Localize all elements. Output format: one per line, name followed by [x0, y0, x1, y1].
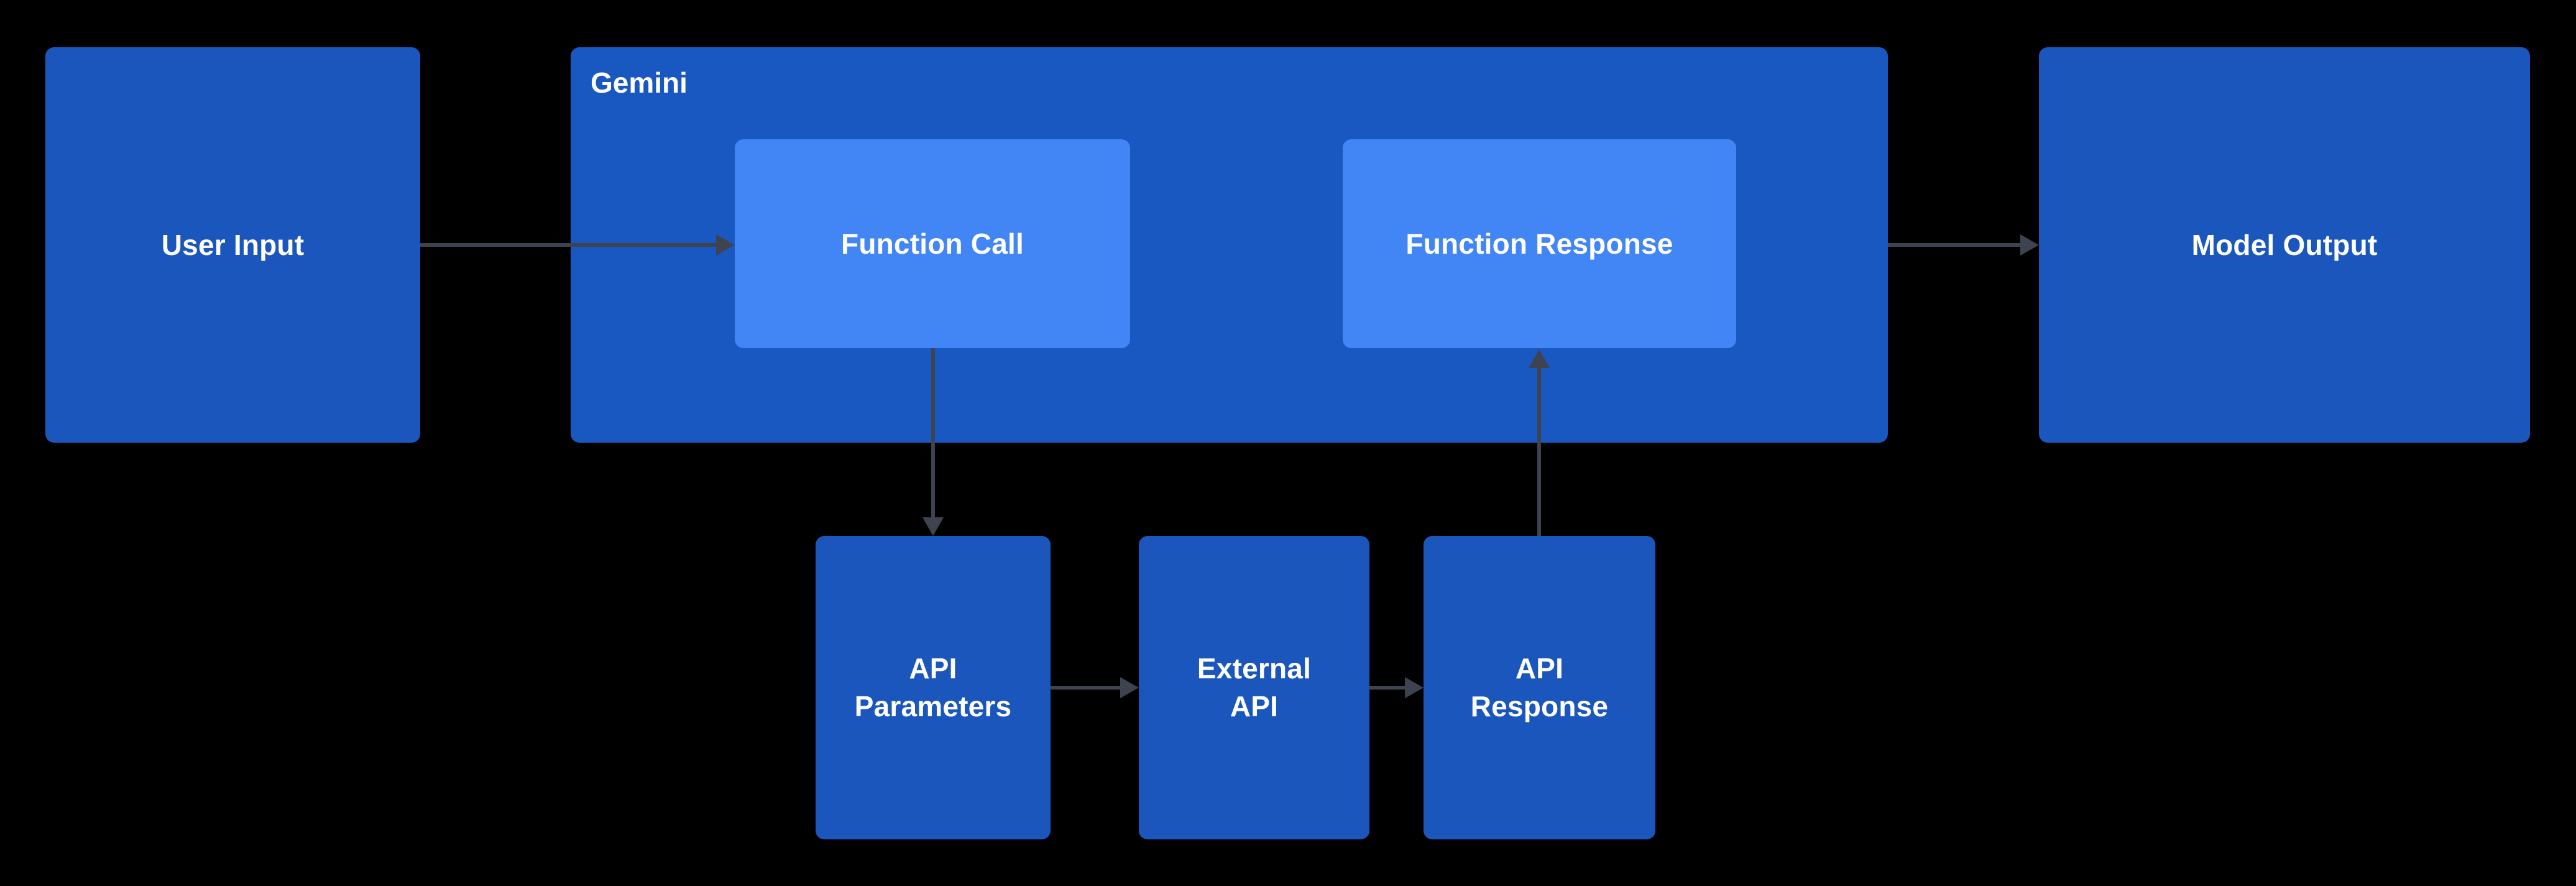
edge-line	[1537, 368, 1541, 536]
arrowhead-right-icon	[1120, 677, 1139, 698]
node-api-parameters-label: API Parameters	[854, 652, 1012, 722]
edge-line	[420, 243, 716, 247]
edge-line	[1888, 243, 2020, 247]
edge-line	[1051, 686, 1120, 690]
node-api-response[interactable]: API Response	[1424, 536, 1655, 839]
edge-line	[931, 348, 935, 517]
node-model-output-label: Model Output	[2191, 228, 2378, 261]
arrowhead-down-icon	[922, 517, 944, 536]
arrowhead-right-icon	[1405, 677, 1424, 698]
arrowhead-right-icon	[716, 234, 735, 256]
node-function-response[interactable]: Function Response	[1343, 139, 1736, 348]
node-function-response-label: Function Response	[1405, 227, 1673, 260]
edge-line	[1369, 686, 1405, 690]
node-api-response-label: API Response	[1470, 652, 1609, 722]
node-user-input[interactable]: User Input	[45, 47, 420, 443]
node-user-input-label: User Input	[161, 228, 305, 261]
node-model-output[interactable]: Model Output	[2039, 47, 2530, 443]
node-function-call[interactable]: Function Call	[735, 139, 1130, 348]
node-external-api[interactable]: External API	[1139, 536, 1369, 839]
arrowhead-right-icon	[2020, 234, 2039, 256]
node-external-api-label: External API	[1197, 652, 1312, 722]
arrowhead-up-icon	[1529, 349, 1550, 368]
gemini-group-label: Gemini	[591, 67, 688, 99]
node-function-call-label: Function Call	[841, 227, 1024, 260]
node-api-parameters[interactable]: API Parameters	[816, 536, 1051, 839]
